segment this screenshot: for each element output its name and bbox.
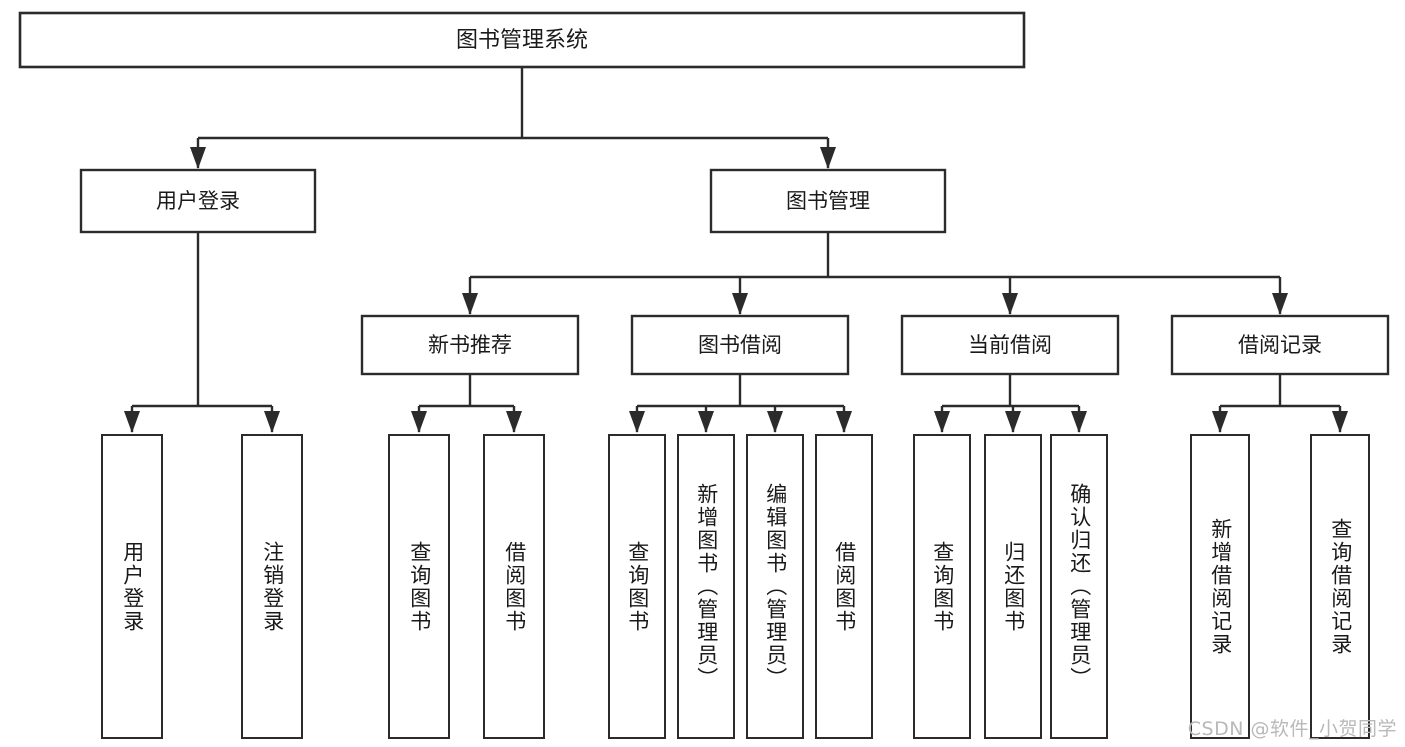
node-leaf-0-label: 用户登录 bbox=[120, 540, 145, 633]
node-leaf-8[interactable]: 查询图书 bbox=[913, 434, 971, 739]
arrow-head-icon-leaf-1 bbox=[264, 411, 280, 433]
node-leaf-8-label: 查询图书 bbox=[930, 540, 955, 633]
node-leaf-1[interactable]: 注销登录 bbox=[241, 434, 303, 739]
node-level2-0-label: 用户登录 bbox=[156, 189, 240, 213]
node-leaf-9-label: 归还图书 bbox=[1001, 540, 1026, 633]
arrow-head-icon-leaf-5 bbox=[698, 411, 714, 433]
node-leaf-12-label: 查询借阅记录 bbox=[1328, 517, 1353, 656]
arrow-head-icon-leaf-12 bbox=[1332, 411, 1348, 433]
arrow-head-icon-leaf-2 bbox=[411, 411, 427, 433]
node-leaf-11[interactable]: 新增借阅记录 bbox=[1190, 434, 1250, 739]
node-leaf-10-label: 确认归还（管理员） bbox=[1067, 483, 1092, 690]
arrow-head-icon-level3-0 bbox=[462, 293, 478, 315]
node-level3-3[interactable]: 借阅记录 bbox=[1170, 314, 1390, 376]
node-level3-3-rect bbox=[1170, 314, 1390, 376]
arrow-head-icon-leaf-11 bbox=[1212, 411, 1228, 433]
arrow-head-icon-leaf-10 bbox=[1071, 411, 1087, 433]
node-level3-3-label: 借阅记录 bbox=[1238, 333, 1322, 357]
node-level3-2[interactable]: 当前借阅 bbox=[900, 314, 1120, 376]
node-level3-1[interactable]: 图书借阅 bbox=[630, 314, 850, 376]
node-leaf-3[interactable]: 借阅图书 bbox=[483, 434, 545, 739]
node-leaf-5[interactable]: 新增图书（管理员） bbox=[677, 434, 735, 739]
node-level2-0-rect bbox=[79, 168, 317, 234]
node-level3-2-label: 当前借阅 bbox=[968, 333, 1052, 357]
node-root-label: 图书管理系统 bbox=[456, 28, 588, 53]
node-level2-1-label: 图书管理 bbox=[786, 189, 870, 213]
node-leaf-2[interactable]: 查询图书 bbox=[388, 434, 450, 739]
node-leaf-4-label: 查询图书 bbox=[625, 540, 650, 633]
arrow-head-icon-level2-1 bbox=[820, 147, 836, 169]
node-level3-1-label: 图书借阅 bbox=[698, 333, 782, 357]
node-leaf-7[interactable]: 借阅图书 bbox=[815, 434, 873, 739]
arrow-head-icon-level3-3 bbox=[1272, 293, 1288, 315]
node-leaf-6-label: 编辑图书（管理员） bbox=[763, 483, 788, 690]
node-level3-1-rect bbox=[630, 314, 850, 376]
node-root-rect bbox=[18, 11, 1026, 69]
arrow-head-icon-leaf-6 bbox=[767, 411, 783, 433]
node-leaf-3-label: 借阅图书 bbox=[502, 540, 527, 633]
node-level2-1-rect bbox=[709, 168, 947, 234]
node-level3-0-rect bbox=[360, 314, 580, 376]
node-leaf-10[interactable]: 确认归还（管理员） bbox=[1050, 434, 1108, 739]
node-leaf-7-label: 借阅图书 bbox=[832, 540, 857, 633]
node-level3-2-rect bbox=[900, 314, 1120, 376]
node-leaf-4[interactable]: 查询图书 bbox=[608, 434, 666, 739]
arrow-head-icon-level3-1 bbox=[732, 293, 748, 315]
arrow-head-icon-level3-2 bbox=[1002, 293, 1018, 315]
node-leaf-2-label: 查询图书 bbox=[407, 540, 432, 633]
node-root[interactable]: 图书管理系统 bbox=[18, 11, 1026, 69]
arrow-head-icon-leaf-9 bbox=[1005, 411, 1021, 433]
node-leaf-9[interactable]: 归还图书 bbox=[984, 434, 1042, 739]
connector-layer bbox=[124, 67, 1348, 433]
arrow-head-icon-leaf-7 bbox=[836, 411, 852, 433]
node-leaf-1-label: 注销登录 bbox=[260, 540, 285, 633]
arrow-head-icon-level2-0 bbox=[190, 147, 206, 169]
node-leaf-6[interactable]: 编辑图书（管理员） bbox=[746, 434, 804, 739]
node-leaf-11-label: 新增借阅记录 bbox=[1208, 517, 1233, 656]
arrow-head-icon-leaf-8 bbox=[934, 411, 950, 433]
node-level3-0[interactable]: 新书推荐 bbox=[360, 314, 580, 376]
arrow-head-icon-leaf-3 bbox=[506, 411, 522, 433]
node-level3-0-label: 新书推荐 bbox=[428, 333, 512, 357]
arrow-head-icon-leaf-0 bbox=[124, 411, 140, 433]
node-leaf-5-label: 新增图书（管理员） bbox=[694, 483, 719, 690]
node-leaf-0[interactable]: 用户登录 bbox=[101, 434, 163, 739]
node-level2-0[interactable]: 用户登录 bbox=[79, 168, 317, 234]
node-level2-1[interactable]: 图书管理 bbox=[709, 168, 947, 234]
node-leaf-12[interactable]: 查询借阅记录 bbox=[1310, 434, 1370, 739]
arrow-head-icon-leaf-4 bbox=[629, 411, 645, 433]
